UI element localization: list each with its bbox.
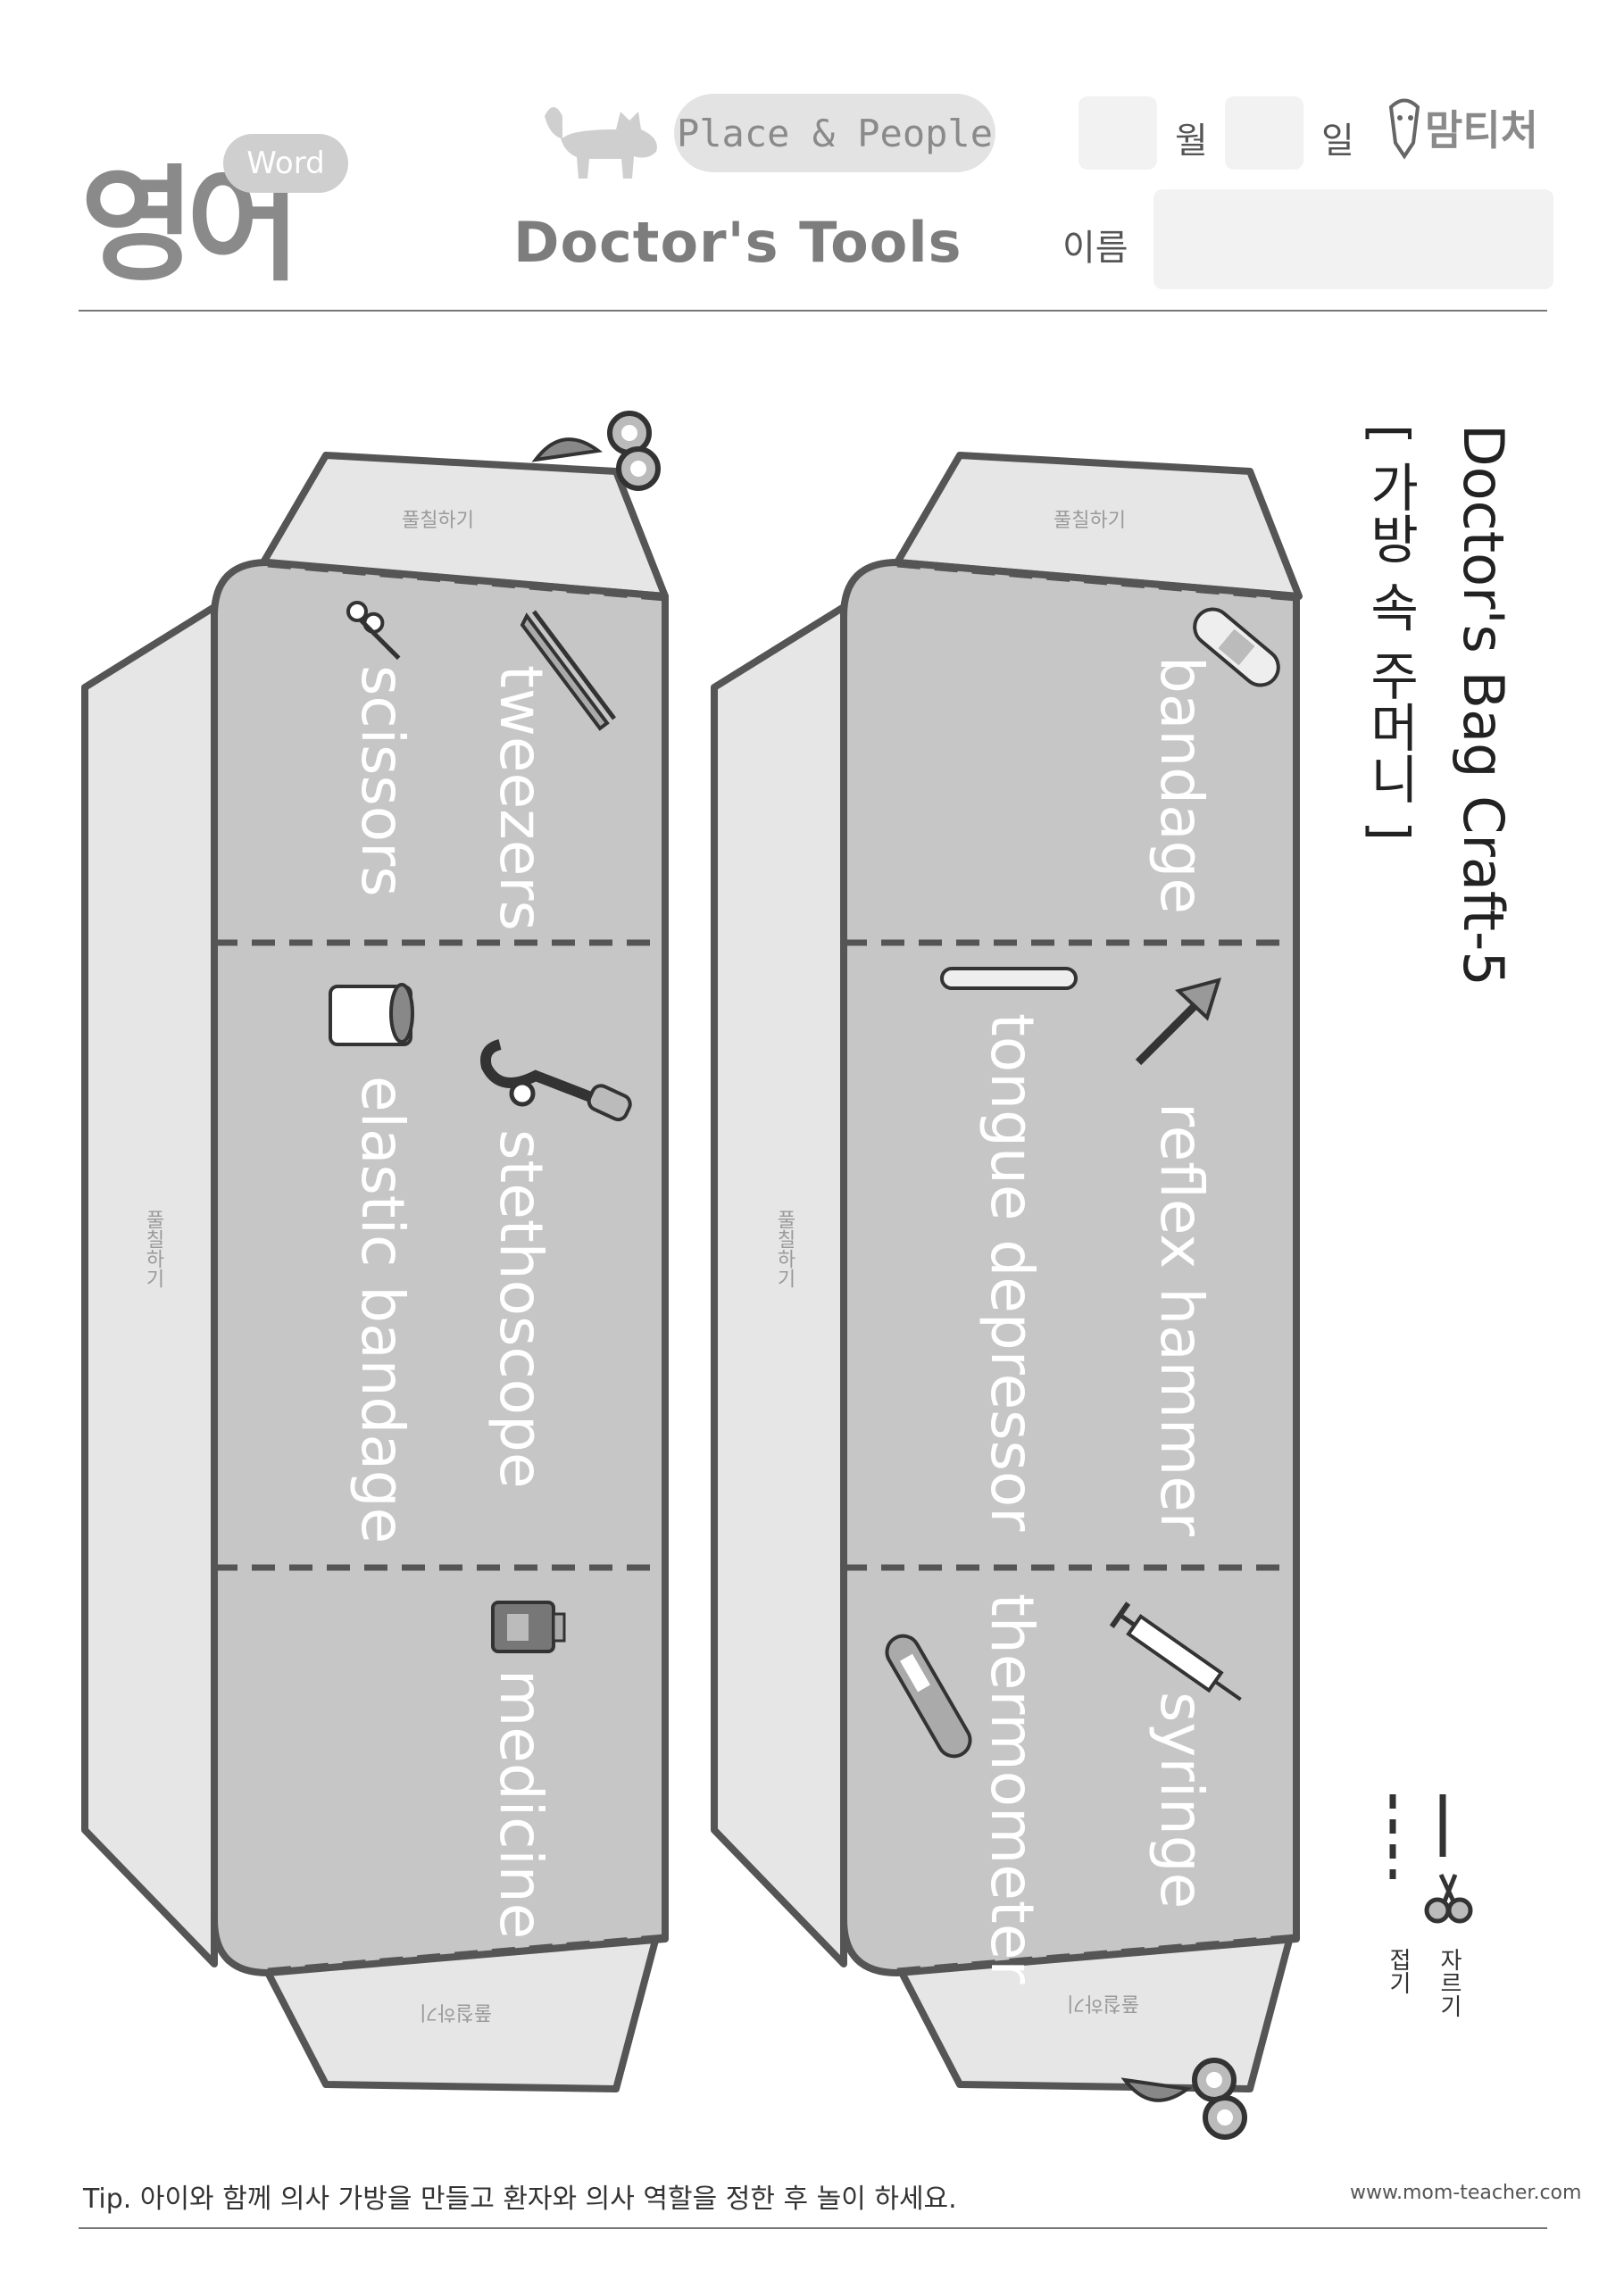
legend (1389, 1794, 1473, 1924)
name-field[interactable] (1153, 189, 1553, 289)
right-main-panel (840, 559, 1300, 1976)
brand-logo: 맘티처 (1388, 98, 1538, 160)
glue-label-left-side: 풀칠하기 (142, 1210, 164, 1288)
brand-text: 맘티처 (1425, 106, 1538, 154)
word-thermometer: thermometer (978, 1593, 1046, 1984)
footer-website[interactable]: www.mom-teacher.com (1350, 2182, 1582, 2204)
syringe-icon (1109, 1601, 1242, 1701)
scissors-icon (346, 601, 401, 661)
glue-label-right-side: 풀칠하기 (773, 1210, 795, 1288)
page-title: Doctor's Tools (513, 210, 962, 275)
bandage-icon (1193, 607, 1280, 687)
day-field[interactable] (1225, 96, 1303, 170)
name-label: 이름 (1062, 228, 1128, 269)
footer-divider (79, 2227, 1547, 2229)
tongue-depressor-icon (940, 967, 1078, 990)
left-fold-lines (211, 561, 666, 1975)
right-side-flap (711, 603, 847, 1967)
scissors-cut-icon (1120, 2058, 1247, 2140)
day-label: 일 (1321, 121, 1354, 162)
glue-label-right-top: 풀칠하기 (1054, 510, 1126, 532)
glue-label-left-top: 풀칠하기 (402, 510, 474, 532)
reflex-hammer-icon (1135, 977, 1221, 1066)
header-divider (79, 310, 1547, 312)
scissors-cut-icon (531, 411, 661, 491)
word-elastic-bandage: elastic bandage (348, 1076, 417, 1544)
word-bandage: bandage (1147, 656, 1216, 915)
elastic-bandage-icon (329, 983, 414, 1046)
logo-word-badge: Word (223, 134, 348, 193)
word-scissors: scissors (348, 665, 417, 897)
word-reflex-hammer: reflex hammer (1147, 1102, 1216, 1536)
right-fold-lines (840, 561, 1297, 1975)
cat-icon (545, 107, 657, 179)
legend-scissors-icon (1424, 1873, 1473, 1924)
stethoscope-icon (480, 1039, 632, 1122)
word-tweezers: tweezers (487, 665, 555, 931)
craft-subtitle: [ 가방 속 주머니 ] (1360, 424, 1420, 842)
word-syringe: syringe (1147, 1692, 1216, 1909)
legend-fold-label: 접기 (1385, 1948, 1412, 1994)
footer-tip: Tip. 아이와 함께 의사 가방을 만들고 환자와 의사 역할을 정한 후 놀… (83, 2184, 957, 2215)
tweezers-icon (520, 610, 616, 731)
month-field[interactable] (1079, 96, 1157, 170)
word-stethoscope: stethoscope (487, 1129, 555, 1489)
left-side-flap (81, 603, 218, 1967)
glue-label-right-bottom: 풀칠하기 (1067, 1992, 1139, 2014)
word-tongue-depressor: tongue depressor (978, 1013, 1046, 1532)
medicine-icon (491, 1601, 566, 1653)
word-medicine: medicine (487, 1669, 555, 1940)
category-badge: Place & People (674, 94, 995, 172)
craft-title: Doctor's Bag Craft-5 (1451, 424, 1516, 986)
left-main-panel (211, 559, 669, 1976)
month-label: 월 (1175, 121, 1208, 162)
glue-label-left-bottom: 풀칠하기 (420, 2001, 492, 2023)
legend-cut-label: 자르기 (1436, 1948, 1462, 2017)
thermometer-icon (885, 1634, 972, 1759)
right-pocket (711, 452, 1303, 2092)
